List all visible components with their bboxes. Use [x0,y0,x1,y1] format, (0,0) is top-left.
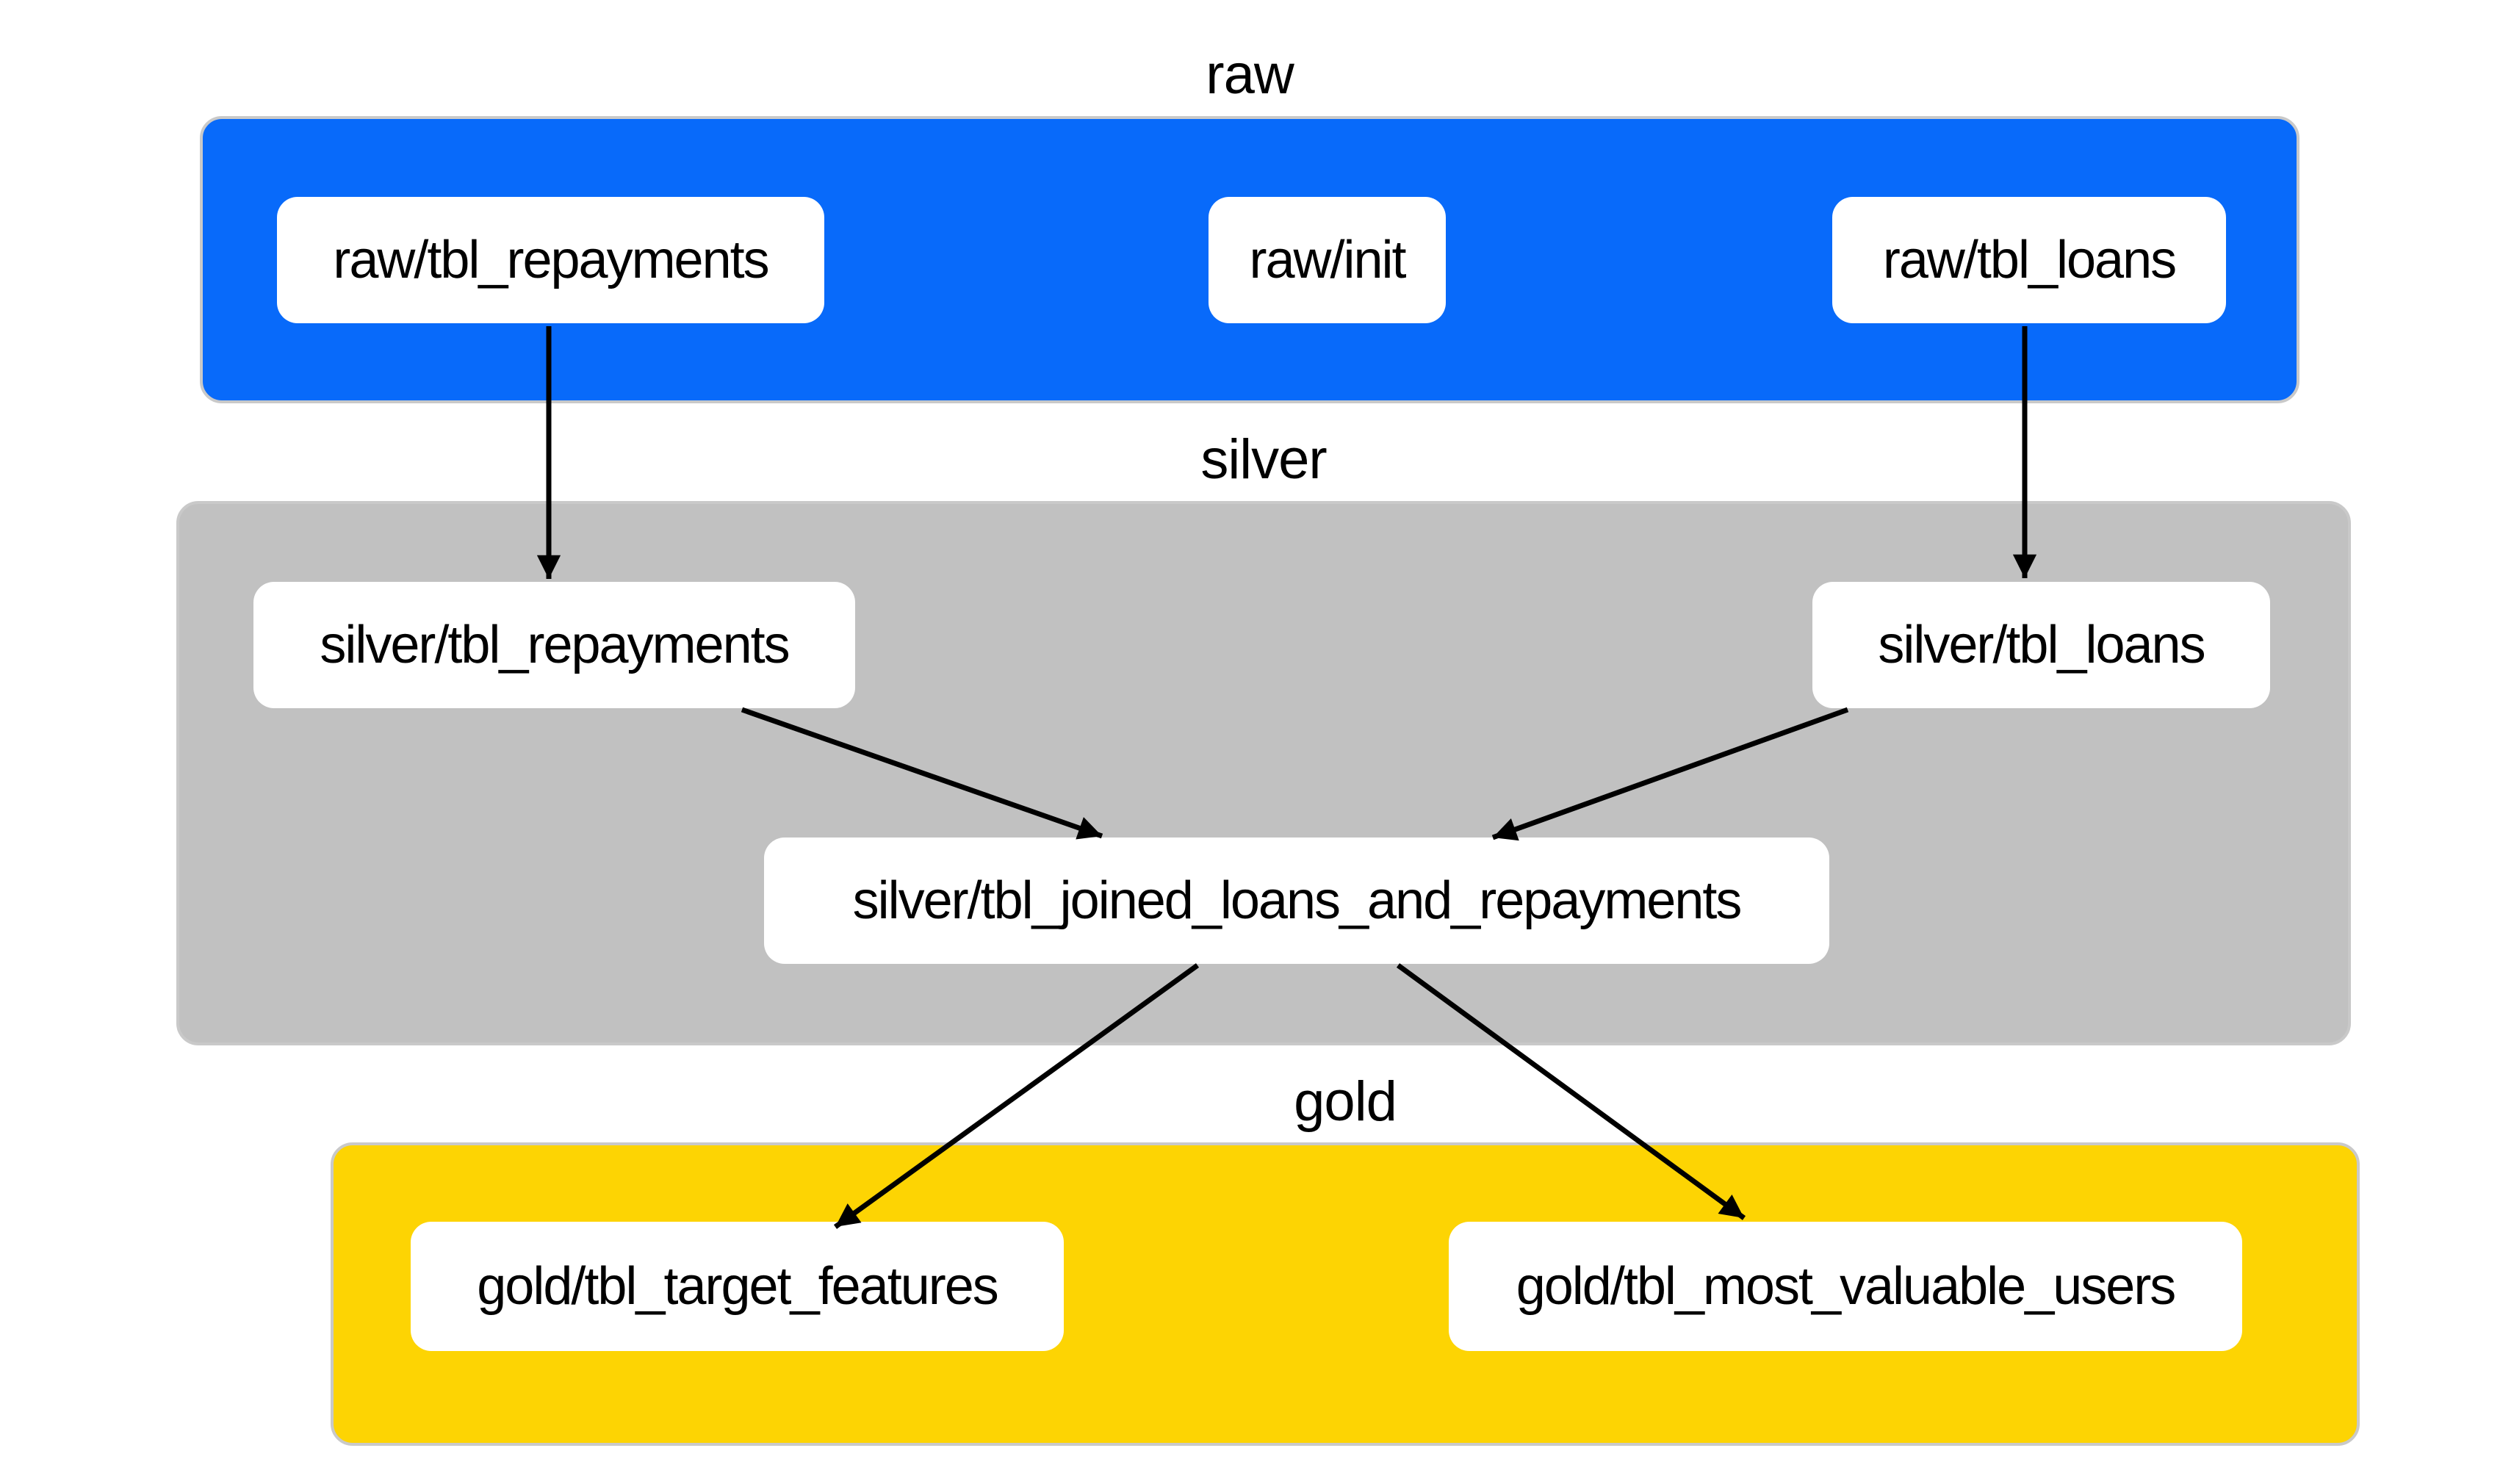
node-label: raw/tbl_repayments [333,231,769,289]
node-label: raw/init [1249,231,1406,289]
node-label: silver/tbl_joined_loans_and_repayments [852,871,1743,930]
layer-label-gold: gold [1294,1070,1397,1133]
node-raw-tbl-repayments: raw/tbl_repayments [277,197,824,323]
node-silver-tbl-repayments: silver/tbl_repayments [253,582,855,708]
node-label: silver/tbl_loans [1878,616,2205,674]
layer-label-silver: silver [1200,428,1327,491]
node-label: raw/tbl_loans [1882,231,2177,289]
layer-label-raw: raw [1206,43,1294,106]
node-gold-tbl-target-features: gold/tbl_target_features [411,1222,1064,1351]
node-silver-tbl-loans: silver/tbl_loans [1812,582,2270,708]
node-gold-tbl-most-valuable-users: gold/tbl_most_valuable_users [1449,1222,2242,1351]
node-label: gold/tbl_most_valuable_users [1516,1257,2177,1316]
node-raw-init: raw/init [1209,197,1446,323]
node-silver-tbl-joined-loans-and-repayments: silver/tbl_joined_loans_and_repayments [764,838,1829,964]
node-raw-tbl-loans: raw/tbl_loans [1832,197,2226,323]
node-label: silver/tbl_repayments [320,616,790,674]
node-label: gold/tbl_target_features [477,1257,999,1316]
